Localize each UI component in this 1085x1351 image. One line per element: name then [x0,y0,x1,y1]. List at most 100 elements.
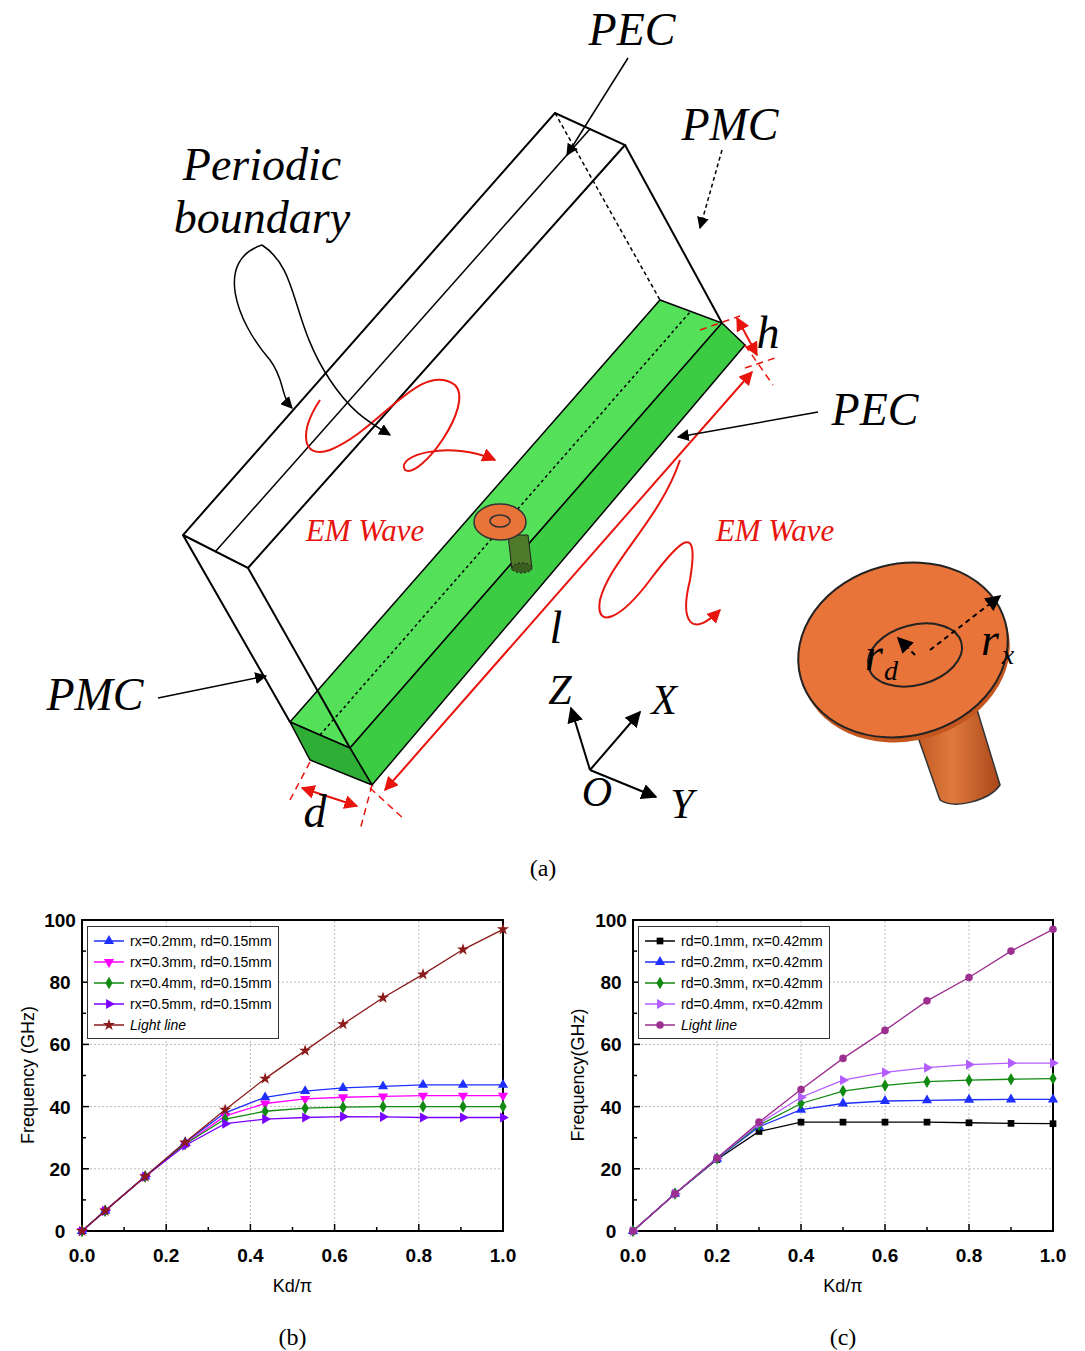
legend-text: Light line [681,1017,737,1033]
radius-subscript: d [884,657,898,685]
data-marker [139,1170,151,1181]
data-marker [300,1085,310,1094]
data-marker [630,1228,637,1235]
data-marker [338,1082,348,1091]
data-marker [337,1018,349,1029]
mushroom-pin [474,504,532,573]
data-marker [417,968,429,979]
legend-sample [643,997,677,1011]
data-marker [840,1075,849,1085]
tick-mark [250,1224,252,1231]
wave-label: EM Wave [306,515,425,546]
tick-mark [334,1224,336,1231]
chart-legend: rd=0.1mm, rx=0.42mmrd=0.2mm, rx=0.42mmrd… [638,926,830,1039]
legend-text: rd=0.1mm, rx=0.42mm [681,933,823,949]
dispersion-curve [633,1079,1053,1231]
tick-label: 0.6 [872,1246,898,1265]
tick-mark [674,1227,676,1231]
dimension-label: h [757,310,780,356]
dimension-lines [290,316,775,830]
data-marker [500,1112,509,1122]
legend-row: rx=0.4mm, rd=0.15mm [92,972,272,993]
legend-row: Light line [92,1014,272,1035]
legend-text: rx=0.3mm, rd=0.15mm [130,954,272,970]
tick-label: 1.0 [1040,1246,1066,1265]
panel-label: (a) [530,856,557,880]
tick-mark [82,1075,86,1077]
data-marker [1049,1072,1056,1084]
data-marker [924,1119,931,1126]
data-marker [179,1136,191,1147]
dispersion-curve [82,1096,503,1231]
legend-sample [643,955,677,969]
data-marker [340,1111,349,1121]
dispersion-curve [633,929,1053,1231]
data-marker [966,1060,975,1070]
data-marker [840,1119,847,1126]
tick-label: 0 [606,1222,617,1241]
data-marker [222,1119,231,1129]
axis-name: O [582,771,612,813]
data-marker [299,1044,311,1055]
data-marker [339,1101,346,1113]
tick-mark [292,1227,294,1231]
legend-text: rx=0.2mm, rd=0.15mm [130,933,272,949]
legend-sample [643,934,677,948]
data-marker [713,1154,721,1162]
tick-mark [633,1106,640,1108]
tick-label: 100 [595,911,627,930]
data-marker [262,1114,271,1124]
data-marker [964,1094,974,1103]
tick-mark [800,1224,802,1231]
plot-frame [82,920,503,1231]
tick-label: 0.8 [406,1246,432,1265]
legend-row: rd=0.3mm, rx=0.42mm [643,972,823,993]
data-marker [1049,926,1057,934]
grid-line [633,1168,1053,1169]
grid-line [633,1044,1053,1045]
tick-mark [758,1227,760,1231]
tick-label: 0.0 [620,1246,646,1265]
dispersion-curve [82,1085,503,1231]
legend-text: rx=0.5mm, rd=0.15mm [130,996,272,1012]
pec-ground-block [290,300,745,785]
data-marker [882,1067,891,1077]
data-marker [499,1100,506,1112]
tick-mark [633,1075,637,1077]
data-marker [1007,1073,1014,1085]
tick-label: 20 [49,1159,70,1178]
data-marker [302,1102,309,1114]
panel-label: (b) [279,1325,307,1349]
tick-mark [376,1227,378,1231]
tick-mark [418,1224,420,1231]
axis-name: Z [548,669,571,711]
axis-title: Frequency (GHz) [19,1006,37,1144]
data-marker [1006,1094,1016,1103]
legend-sample [92,934,126,948]
boundary-label: PEC [832,387,919,433]
tick-mark [82,1044,89,1046]
data-marker [1008,1058,1017,1068]
tick-mark [633,1044,640,1046]
data-marker [881,1079,888,1091]
tick-mark [82,1168,89,1170]
data-marker [882,1119,889,1126]
axis-name: Y [670,783,693,825]
axis-name: X [651,679,677,721]
tick-label: 0.6 [321,1246,347,1265]
data-marker [302,1112,311,1122]
tick-mark [82,1137,86,1139]
chart-panel [628,920,1059,1237]
radius-symbol: r [981,617,999,663]
radius-subscript: x [1002,641,1014,669]
data-marker [755,1118,763,1126]
pin-inset [778,539,1029,804]
legend-sample [92,1018,126,1032]
data-marker [378,1080,388,1089]
tick-mark [1052,1224,1054,1231]
legend-row: rd=0.1mm, rx=0.42mm [643,930,823,951]
tick-mark [208,1227,210,1231]
data-marker [839,1085,846,1097]
